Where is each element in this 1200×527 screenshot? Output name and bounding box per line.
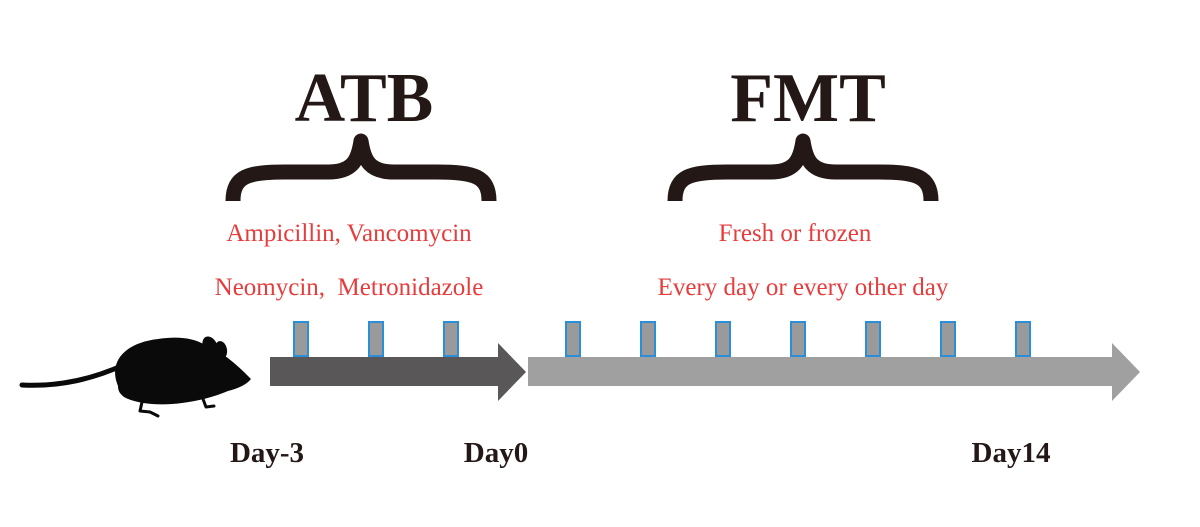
fmt-type-label: Fresh or frozen [719, 220, 872, 247]
day-zero-label: Day0 [464, 437, 528, 469]
atb-title: ATB [295, 60, 434, 137]
day-start-label: Day-3 [230, 437, 304, 469]
fmt-dose-marker [940, 321, 956, 357]
atb-dose-markers [293, 321, 459, 357]
fmt-dose-marker [715, 321, 731, 357]
fmt-dose-marker [640, 321, 656, 357]
fmt-dose-marker [565, 321, 581, 357]
atb-drugs-line-1: Ampicillin, Vancomycin [226, 220, 472, 247]
fmt-arrow [528, 343, 1140, 401]
atb-dose-marker [368, 321, 384, 357]
fmt-dose-markers [565, 321, 1031, 357]
fmt-brace [667, 133, 939, 202]
fmt-frequency-label: Every day or every other day [658, 274, 949, 301]
fmt-dose-marker [1015, 321, 1031, 357]
atb-brace [225, 133, 497, 202]
fmt-title: FMT [730, 60, 886, 137]
atb-dose-marker [293, 321, 309, 357]
atb-dose-marker [443, 321, 459, 357]
atb-arrow [270, 343, 526, 401]
fmt-dose-marker [790, 321, 806, 357]
mouse-icon [19, 336, 251, 418]
atb-drugs-line-2: Neomycin, Metronidazole [215, 274, 484, 301]
fmt-dose-marker [865, 321, 881, 357]
day-end-label: Day14 [972, 437, 1051, 469]
